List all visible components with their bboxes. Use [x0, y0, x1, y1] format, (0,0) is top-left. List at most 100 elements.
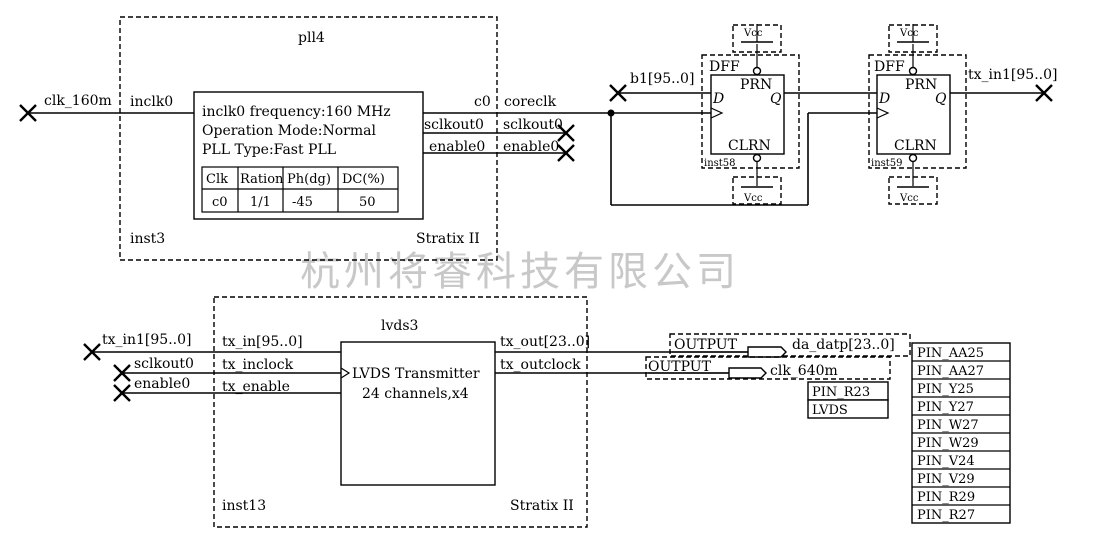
pll-outline [119, 16, 498, 261]
dff2-vcc-bottom-outline [888, 176, 938, 205]
data-pin-label: PIN_V29 [917, 472, 975, 487]
clk-pin-assignment: PIN_R23 LVDS [807, 381, 889, 419]
dff1-type: DFF [709, 59, 740, 75]
lvds-block[interactable]: lvds3 inst13 Stratix II tx_in[95..0] tx_… [213, 296, 590, 528]
pll-c0-port: c0 [474, 94, 491, 110]
pll-family: Stratix II [416, 231, 480, 247]
output-da-datp-signal: da_datp[23..0] [792, 337, 895, 353]
dff1-clrn-bubble [752, 153, 762, 163]
dff1-clrn: CLRN [728, 138, 771, 154]
tx-in1-in-unconnected-icon [83, 343, 101, 361]
pll-table-header: DC(%) [342, 172, 385, 187]
pll-enable0-port: enable0 [429, 139, 485, 155]
dff2-prn: PRN [905, 77, 937, 93]
dff1-q-port: Q [770, 91, 782, 107]
dff2-type: DFF [874, 59, 905, 75]
pll-info-type: PLL Type:Fast PLL [202, 142, 336, 158]
data-pin-label: PIN_AA25 [917, 346, 984, 361]
enable0-in-unconnected-icon [113, 384, 131, 402]
dff1-outline [701, 54, 800, 169]
lvds-outline [213, 296, 588, 528]
dff1-d-port: D [712, 91, 724, 107]
lvds-title: LVDS Transmitter [352, 366, 480, 382]
pll-block[interactable]: pll4 inst3 Stratix II inclk0 c0 sclkout0… [119, 16, 498, 261]
dff2-instance: inst59 [871, 158, 903, 169]
dff2-vcc-top-outline [888, 24, 938, 53]
lvds-clock-icon [340, 367, 351, 379]
lvds-port-tx-inclock: tx_inclock [222, 357, 294, 373]
data-pin-label: PIN_V24 [917, 454, 975, 469]
pll-table-cell: 1/1 [250, 195, 271, 210]
dff2-clrn-bubble [908, 153, 918, 163]
dff-inst58[interactable]: DFF PRN CLRN D Q inst58 Vcc Vcc [701, 24, 800, 205]
b1-unconnected-icon [609, 84, 627, 102]
dff1-clock-icon [710, 107, 724, 119]
enable0-unconnected-icon [557, 144, 575, 162]
pll-table-header: Ph(dg) [287, 172, 331, 187]
pll-sclkout0-port: sclkout0 [424, 117, 484, 133]
pll-info-mode: Operation Mode:Normal [202, 123, 376, 139]
lvds-port-tx-in: tx_in[95..0] [222, 334, 303, 350]
pll-inclk0-port: inclk0 [130, 94, 173, 110]
clk-pin-cell [807, 399, 889, 419]
dff1-vcc-bottom-outline [732, 176, 782, 205]
pll-table-header: Ration [240, 172, 284, 187]
enable0-net: enable0 [503, 139, 559, 155]
data-pin-label: PIN_W29 [917, 436, 979, 451]
output-clk-640m-type: OUTPUT [648, 359, 712, 375]
pll-name: pll4 [298, 30, 325, 46]
pll-info-frequency: inclk0 frequency:160 MHz [202, 104, 391, 120]
output-da-datp-outline [669, 333, 911, 357]
output-da-datp[interactable]: OUTPUT da_datp[23..0] [669, 333, 911, 358]
dff1-body [710, 74, 785, 155]
data-pin-label: PIN_Y25 [917, 382, 974, 397]
output-clk-640m-signal: clk_640m [770, 363, 838, 379]
data-pin-assignment: PIN_AA25 PIN_AA27 PIN_Y25 PIN_Y27 PIN_W2… [911, 342, 1011, 524]
dff1-prn-bubble [752, 66, 762, 76]
dff2-q-port: Q [935, 91, 947, 107]
dff2-clrn: CLRN [894, 138, 937, 154]
pll-table-cell: -45 [292, 195, 313, 210]
pll-table-cell: 50 [359, 195, 376, 210]
lvds-port-tx-out: tx_out[23..0] [500, 334, 590, 350]
tx-in1-unconnected-icon [1035, 84, 1053, 102]
b1-net: b1[95..0] [630, 71, 694, 87]
data-pin-label: PIN_AA27 [917, 364, 984, 379]
lvds-instance: inst13 [222, 498, 266, 514]
lvds-name: lvds3 [381, 318, 418, 334]
dff2-clock-icon [876, 107, 890, 119]
dff2-vcc-bottom: Vcc [899, 193, 919, 204]
data-pin-label: PIN_Y27 [917, 400, 974, 415]
dff1-vcc-top-outline [732, 24, 782, 53]
output-arrow-icon [728, 367, 767, 379]
clk-pin-label: LVDS [812, 403, 848, 418]
dff2-vcc-top: Vcc [899, 28, 919, 39]
enable0-in-net: enable0 [134, 376, 190, 392]
tx-in1-in-net: tx_in1[95..0] [102, 332, 191, 348]
output-clk-640m[interactable]: OUTPUT clk_640m [645, 356, 891, 380]
data-pin-label: PIN_R29 [917, 490, 975, 505]
coreclk-net: coreclk [504, 94, 557, 110]
lvds-port-tx-outclock: tx_outclock [500, 357, 581, 373]
pll-table-cell: c0 [212, 195, 228, 210]
clk-input-unconnected-icon [19, 104, 37, 122]
dff-inst59[interactable]: DFF PRN CLRN D Q inst59 Vcc Vcc [868, 24, 967, 205]
output-arrow-icon [747, 346, 787, 358]
pll-table-header: Clk [206, 172, 228, 187]
clk-pin-label: PIN_R23 [812, 385, 870, 400]
watermark-text: 杭州将睿科技有限公司 [300, 249, 740, 295]
dff2-prn-bubble [908, 66, 918, 76]
clk-160m-net: clk_160m [44, 93, 112, 109]
sclkout0-net: sclkout0 [503, 117, 563, 133]
dff1-instance: inst58 [704, 158, 736, 169]
sclkout0-in-unconnected-icon [113, 364, 131, 382]
sclkout0-in-net: sclkout0 [134, 356, 194, 372]
lvds-wiring: tx_in1[95..0] sclkout0 enable0 [83, 332, 748, 402]
output-clk-640m-outline [645, 356, 891, 380]
data-pin-label: PIN_R27 [917, 508, 975, 523]
lvds-port-tx-enable: tx_enable [222, 379, 290, 395]
dff2-outline [868, 54, 967, 169]
pll-wiring: clk_160m coreclk sclkout0 enable0 b1[95.… [19, 71, 877, 206]
dff1-vcc-top: Vcc [743, 28, 763, 39]
